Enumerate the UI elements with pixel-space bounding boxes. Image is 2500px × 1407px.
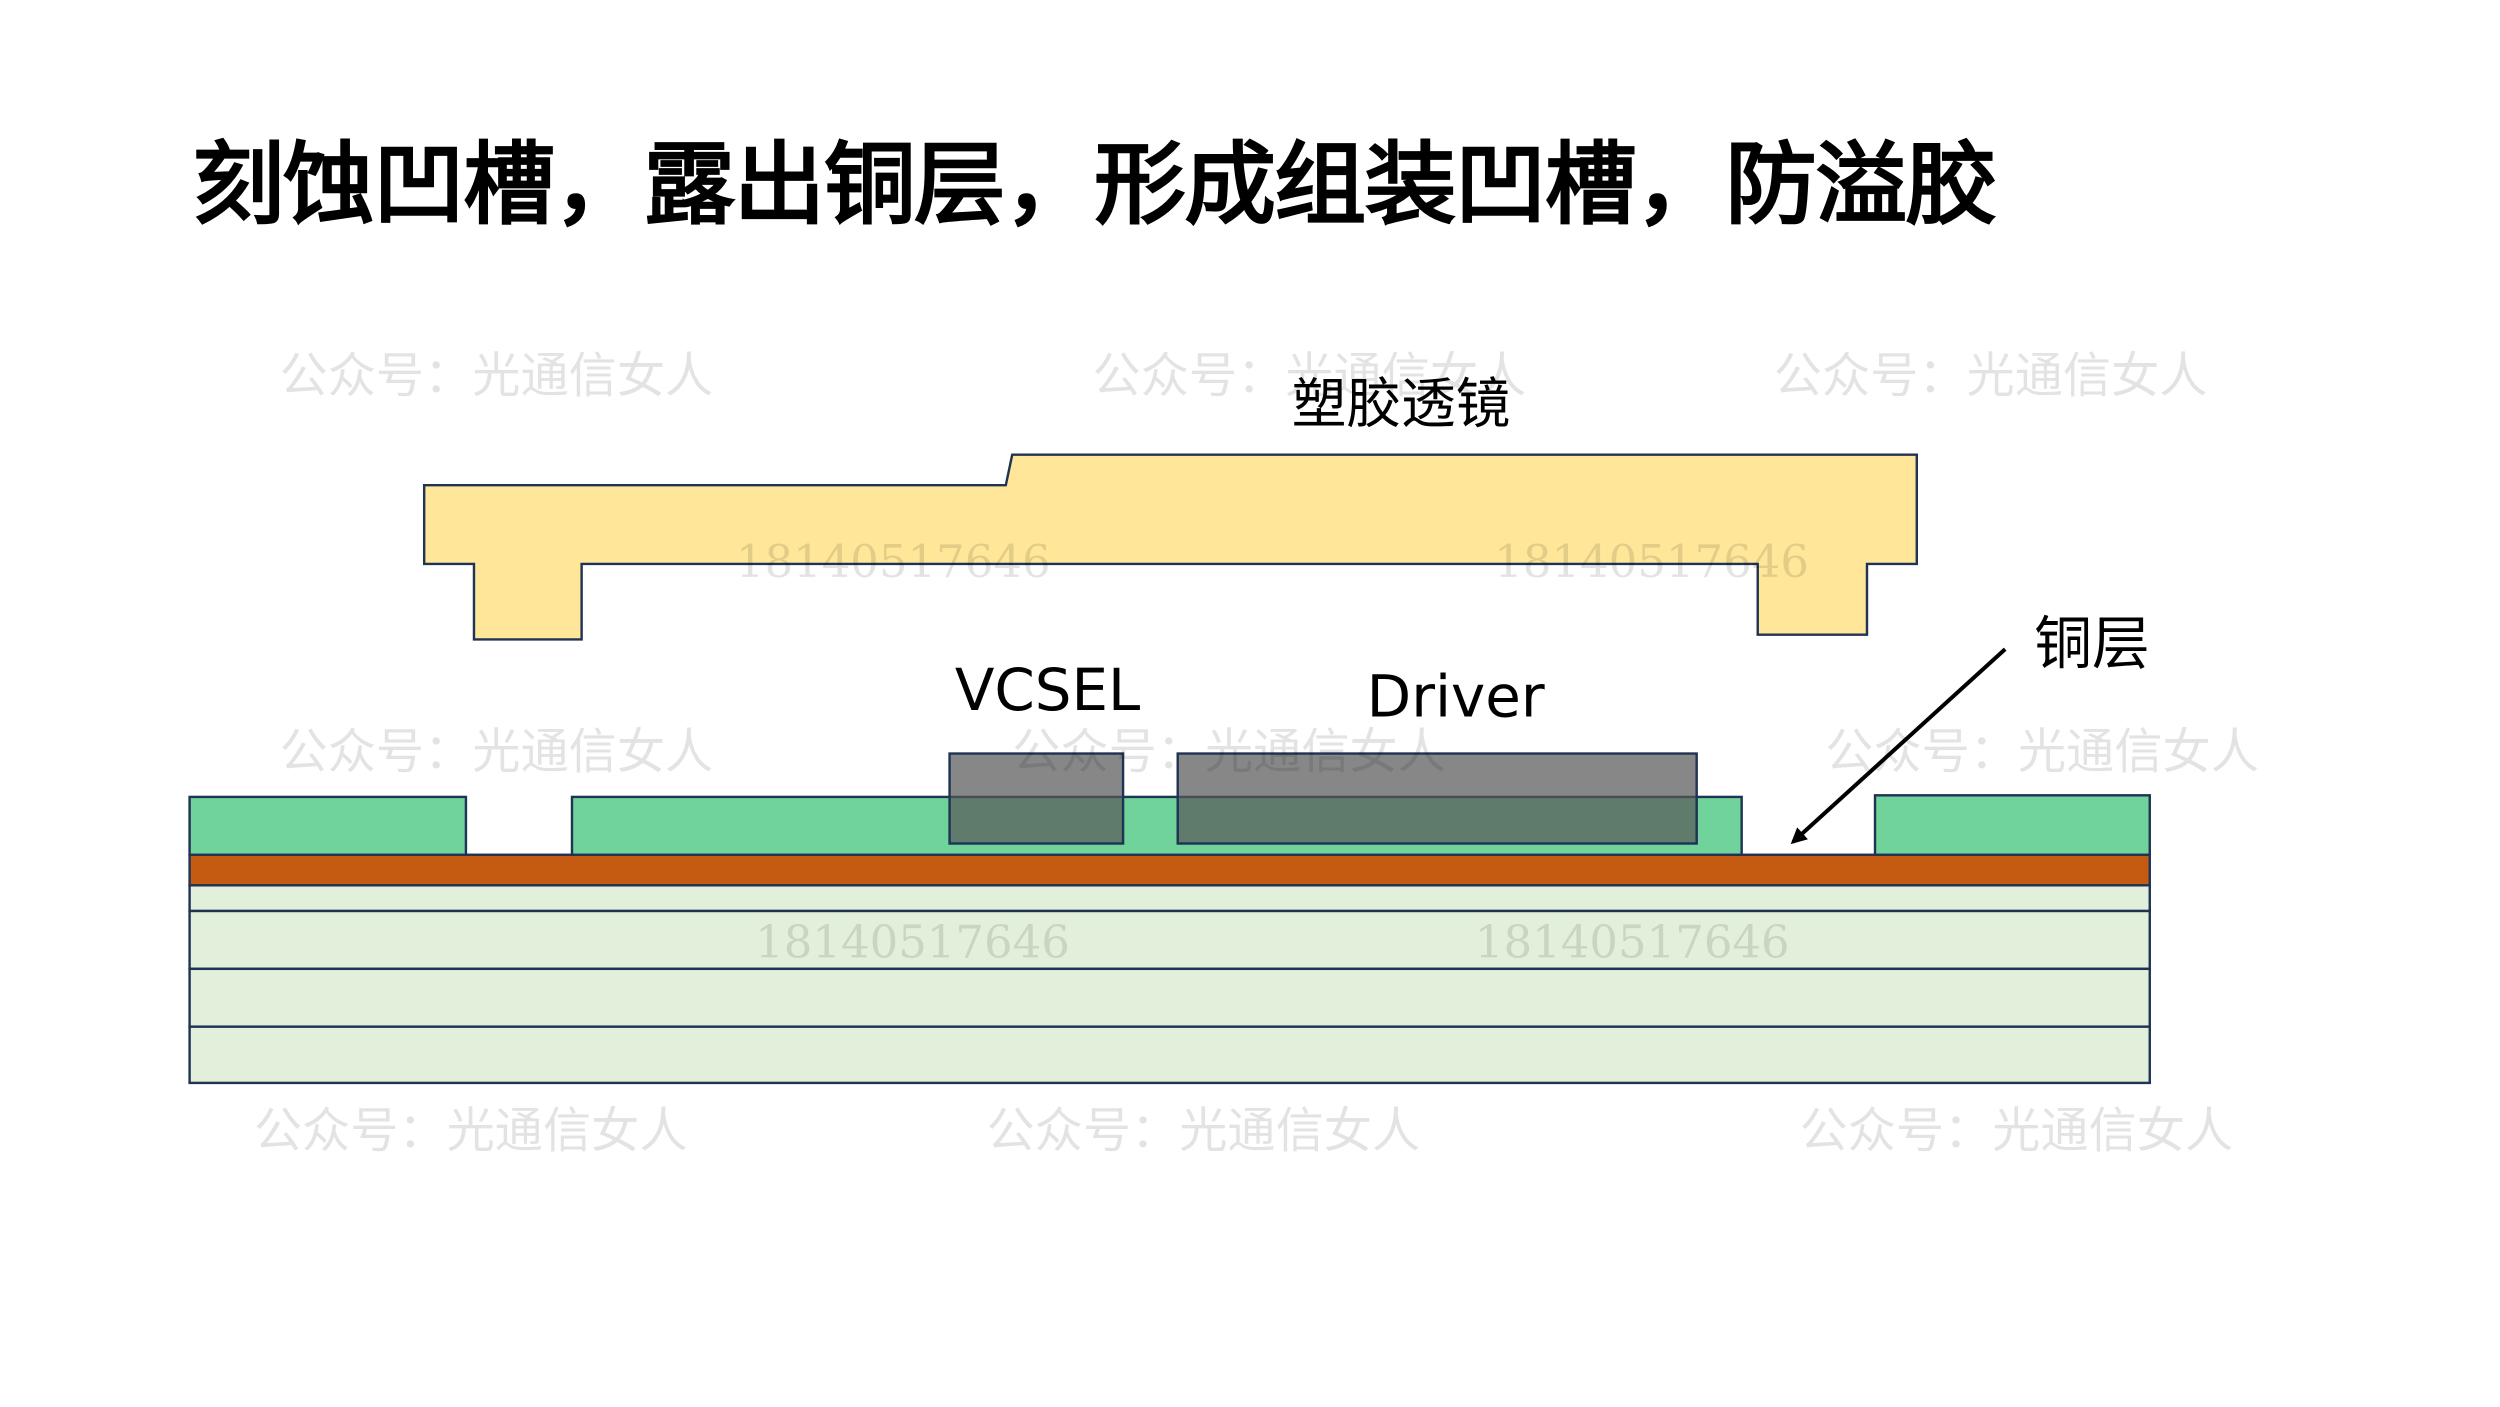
watermarks: 公众号：光通信女人 公众号：光通信女人 公众号：光通信女人 1814051764… (254, 348, 2259, 1159)
plastic-lens (422, 453, 1918, 641)
substrate-stack (188, 884, 2151, 1085)
watermark-phone: 18140517646 (1494, 535, 1809, 588)
substrate-layer-3 (188, 967, 2151, 1028)
watermark-account: 公众号：光通信女人 (280, 724, 714, 780)
watermark-phone: 18140517646 (736, 535, 1051, 588)
copper-arrow (1790, 647, 2007, 845)
driver-label: Driver (1367, 663, 1545, 731)
watermark-account: 公众号：光通信女人 (1093, 348, 1527, 404)
vcsel-chip (948, 752, 1125, 845)
watermark-account: 公众号：光通信女人 (280, 348, 714, 404)
watermark-account: 公众号：光通信女人 (254, 1103, 688, 1159)
watermark-account: 公众号：光通信女人 (987, 1103, 1421, 1159)
copper-layer (188, 853, 2151, 887)
copper-label: 铜层 (2034, 610, 2150, 678)
substrate-layer-2 (188, 909, 2151, 971)
watermark-account: 公众号：光通信女人 (1774, 348, 2208, 404)
substrate-layer-1 (188, 884, 2151, 913)
watermark-phone: 18140517646 (755, 916, 1070, 969)
slide-title: 刻蚀凹槽，露出铜层，形成组装凹槽，防溢胶 (192, 133, 1997, 238)
watermark-phone: 18140517646 (1475, 916, 1790, 969)
watermark-account: 公众号：光通信女人 (1825, 724, 2259, 780)
driver-chip (1176, 752, 1698, 845)
lens-label: 塑胶透镜 (1292, 372, 1510, 436)
solder-mask-left (188, 795, 468, 856)
substrate-layer-4 (188, 1025, 2151, 1085)
vcsel-label: VCSEL (955, 656, 1140, 724)
watermark-account: 公众号：光通信女人 (1012, 724, 1446, 780)
watermark-account: 公众号：光通信女人 (1800, 1103, 2234, 1159)
solder-mask-right (1873, 794, 2151, 856)
